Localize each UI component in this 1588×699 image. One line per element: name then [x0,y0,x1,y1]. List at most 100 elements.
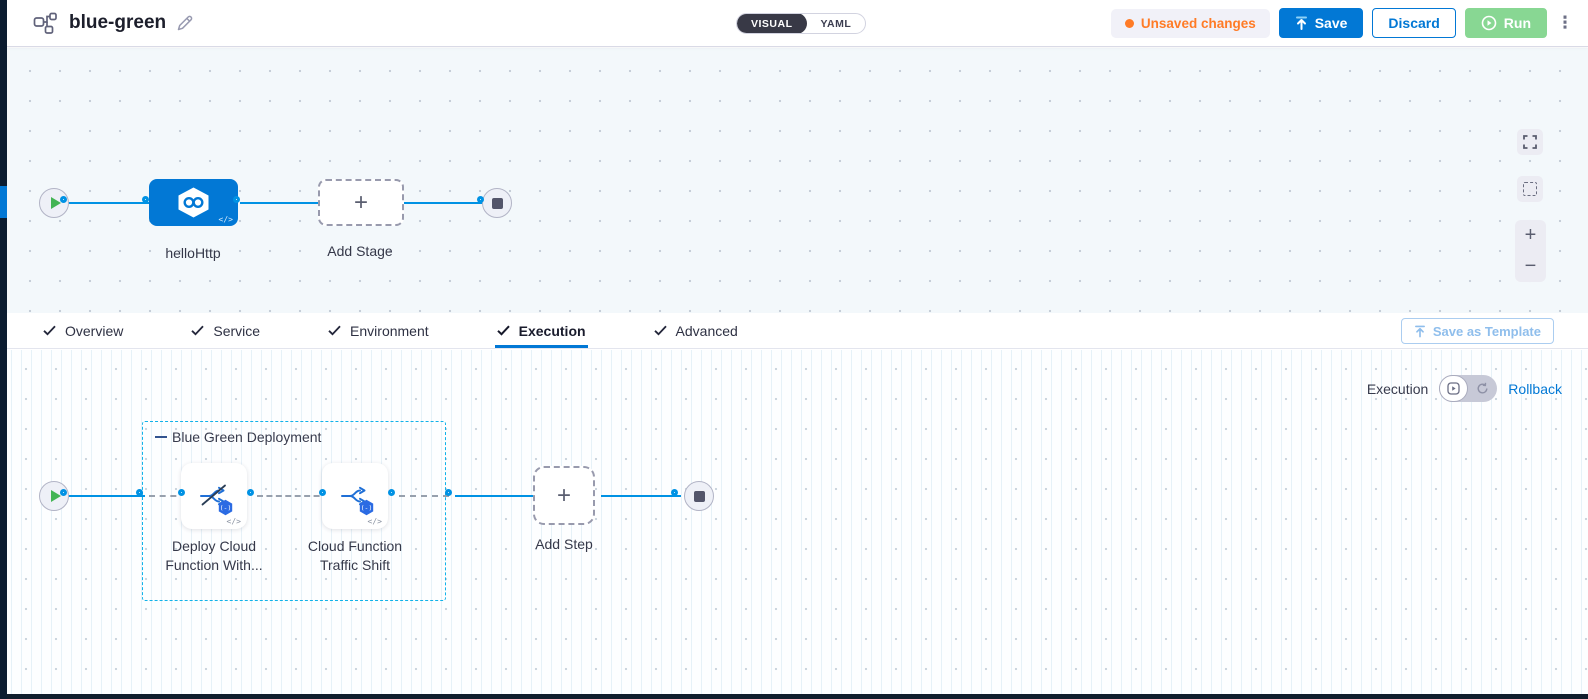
template-upload-icon [1414,325,1425,337]
check-icon [191,325,205,336]
save-button-label: Save [1314,15,1348,31]
stage-node-hellohttp[interactable]: </> [149,179,238,226]
toggle-visual[interactable]: VISUAL [737,14,807,33]
add-stage-button[interactable]: + [318,179,404,226]
edge-addstep-to-end [601,495,681,497]
stage-tab-bar: Overview Service Environment Execution A… [7,313,1588,349]
save-as-template-label: Save as Template [1432,323,1541,339]
start-play-icon [50,490,61,502]
tab-label: Overview [65,322,124,339]
edge-dashed [399,495,449,497]
check-icon [653,325,667,336]
step-group-blue-green-deployment[interactable]: Blue Green Deployment [142,421,446,601]
stage-node-label: helloHttp [165,245,221,261]
port[interactable] [671,489,678,496]
collapse-group-icon[interactable] [155,435,167,439]
port[interactable] [445,489,452,496]
run-button-label: Run [1503,15,1531,31]
unsaved-changes-badge: Unsaved changes [1110,8,1270,38]
step-group-label: Blue Green Deployment [172,429,322,445]
port[interactable] [233,196,240,203]
add-step-button[interactable]: + [533,466,595,525]
execution-mode-icon[interactable] [1439,375,1469,402]
zoom-in-button[interactable]: + [1524,224,1537,246]
port[interactable] [319,489,326,496]
custom-stage-hexagon-icon [175,186,212,219]
end-stop-icon [491,197,503,209]
port[interactable] [142,196,149,203]
execution-label: Execution [1366,380,1429,397]
step-code-icon[interactable]: </> [226,517,241,526]
more-options-kebab-icon[interactable]: ⋮ [1556,13,1574,32]
edge-start-to-stage [65,202,151,204]
end-stop-icon [693,490,705,502]
edge-group-to-addstep [455,495,537,497]
stage-code-icon[interactable]: </> [218,215,233,224]
run-button[interactable]: Run [1464,8,1547,38]
cloud-function-badge-icon: (-) [358,499,375,516]
fullscreen-icon [1523,135,1537,149]
port[interactable] [388,489,395,496]
tab-label: Environment [350,322,429,339]
pipeline-title: blue-green [69,12,167,33]
execution-rollback-toggle[interactable] [1439,375,1498,402]
port[interactable] [136,489,143,496]
tab-service[interactable]: Service [189,313,262,348]
save-as-template-button[interactable]: Save as Template [1400,318,1554,344]
marquee-select-button[interactable] [1517,176,1543,202]
edge-stage-to-addstage [240,202,320,204]
port[interactable] [247,489,254,496]
tab-advanced[interactable]: Advanced [652,313,740,348]
execution-end-node [684,481,714,511]
zoom-out-button[interactable]: − [1524,255,1537,277]
port[interactable] [60,489,67,496]
pipeline-header: blue-green VISUAL YAML Unsaved changes S… [7,0,1588,47]
svg-text:(-): (-) [361,504,373,512]
discard-button[interactable]: Discard [1372,8,1456,38]
step-node-label: Cloud Function Traffic Shift [307,538,403,573]
execution-step-canvas[interactable]: Execution Rollback Blue Green Deployment [7,350,1588,694]
tab-label: Execution [518,322,586,339]
edge-dashed [257,495,329,497]
check-icon [496,325,510,336]
window-bottom-edge [0,694,1588,699]
fullscreen-button[interactable] [1517,129,1543,155]
discard-button-label: Discard [1388,15,1440,31]
step-node-traffic-shift[interactable]: (-) </> [322,463,388,529]
zoom-panel: + − [1515,220,1546,282]
stage-pipeline-canvas[interactable]: </> helloHttp + Add Stage + − [7,48,1588,313]
step-group-header[interactable]: Blue Green Deployment [155,429,321,445]
toggle-yaml[interactable]: YAML [820,17,852,30]
tab-overview[interactable]: Overview [41,313,125,348]
tab-execution[interactable]: Execution [494,313,588,348]
tab-environment[interactable]: Environment [326,313,431,348]
visual-yaml-toggle: VISUAL YAML [736,13,867,34]
check-icon [43,325,56,336]
port[interactable] [178,489,185,496]
step-code-icon[interactable]: </> [367,517,382,526]
edge-dashed [149,495,187,497]
edit-pencil-icon[interactable] [176,15,193,32]
rollback-mode-icon[interactable] [1468,375,1497,402]
port[interactable] [477,196,484,203]
rollback-link[interactable]: Rollback [1508,380,1562,397]
port[interactable] [60,196,67,203]
step-node-deploy-cloud-function[interactable]: (-) </> [181,463,247,529]
tab-label: Service [213,322,261,339]
add-stage-label: Add Stage [327,243,393,259]
plus-icon: + [556,481,571,509]
plus-icon: + [353,188,368,216]
collapsed-nav-strip [0,0,7,699]
edge-addstage-to-end [402,202,487,204]
nav-active-indicator [0,186,7,218]
pipeline-start-node [39,188,69,218]
edge-start-to-group [65,495,145,497]
unsaved-changes-label: Unsaved changes [1140,15,1256,31]
save-button[interactable]: Save [1278,8,1364,38]
svg-text:(-): (-) [220,504,232,512]
start-play-icon [50,197,61,209]
run-play-icon [1481,15,1497,31]
cloud-function-badge-icon: (-) [217,499,234,516]
pipeline-end-node [482,188,512,218]
marquee-icon [1523,182,1537,196]
